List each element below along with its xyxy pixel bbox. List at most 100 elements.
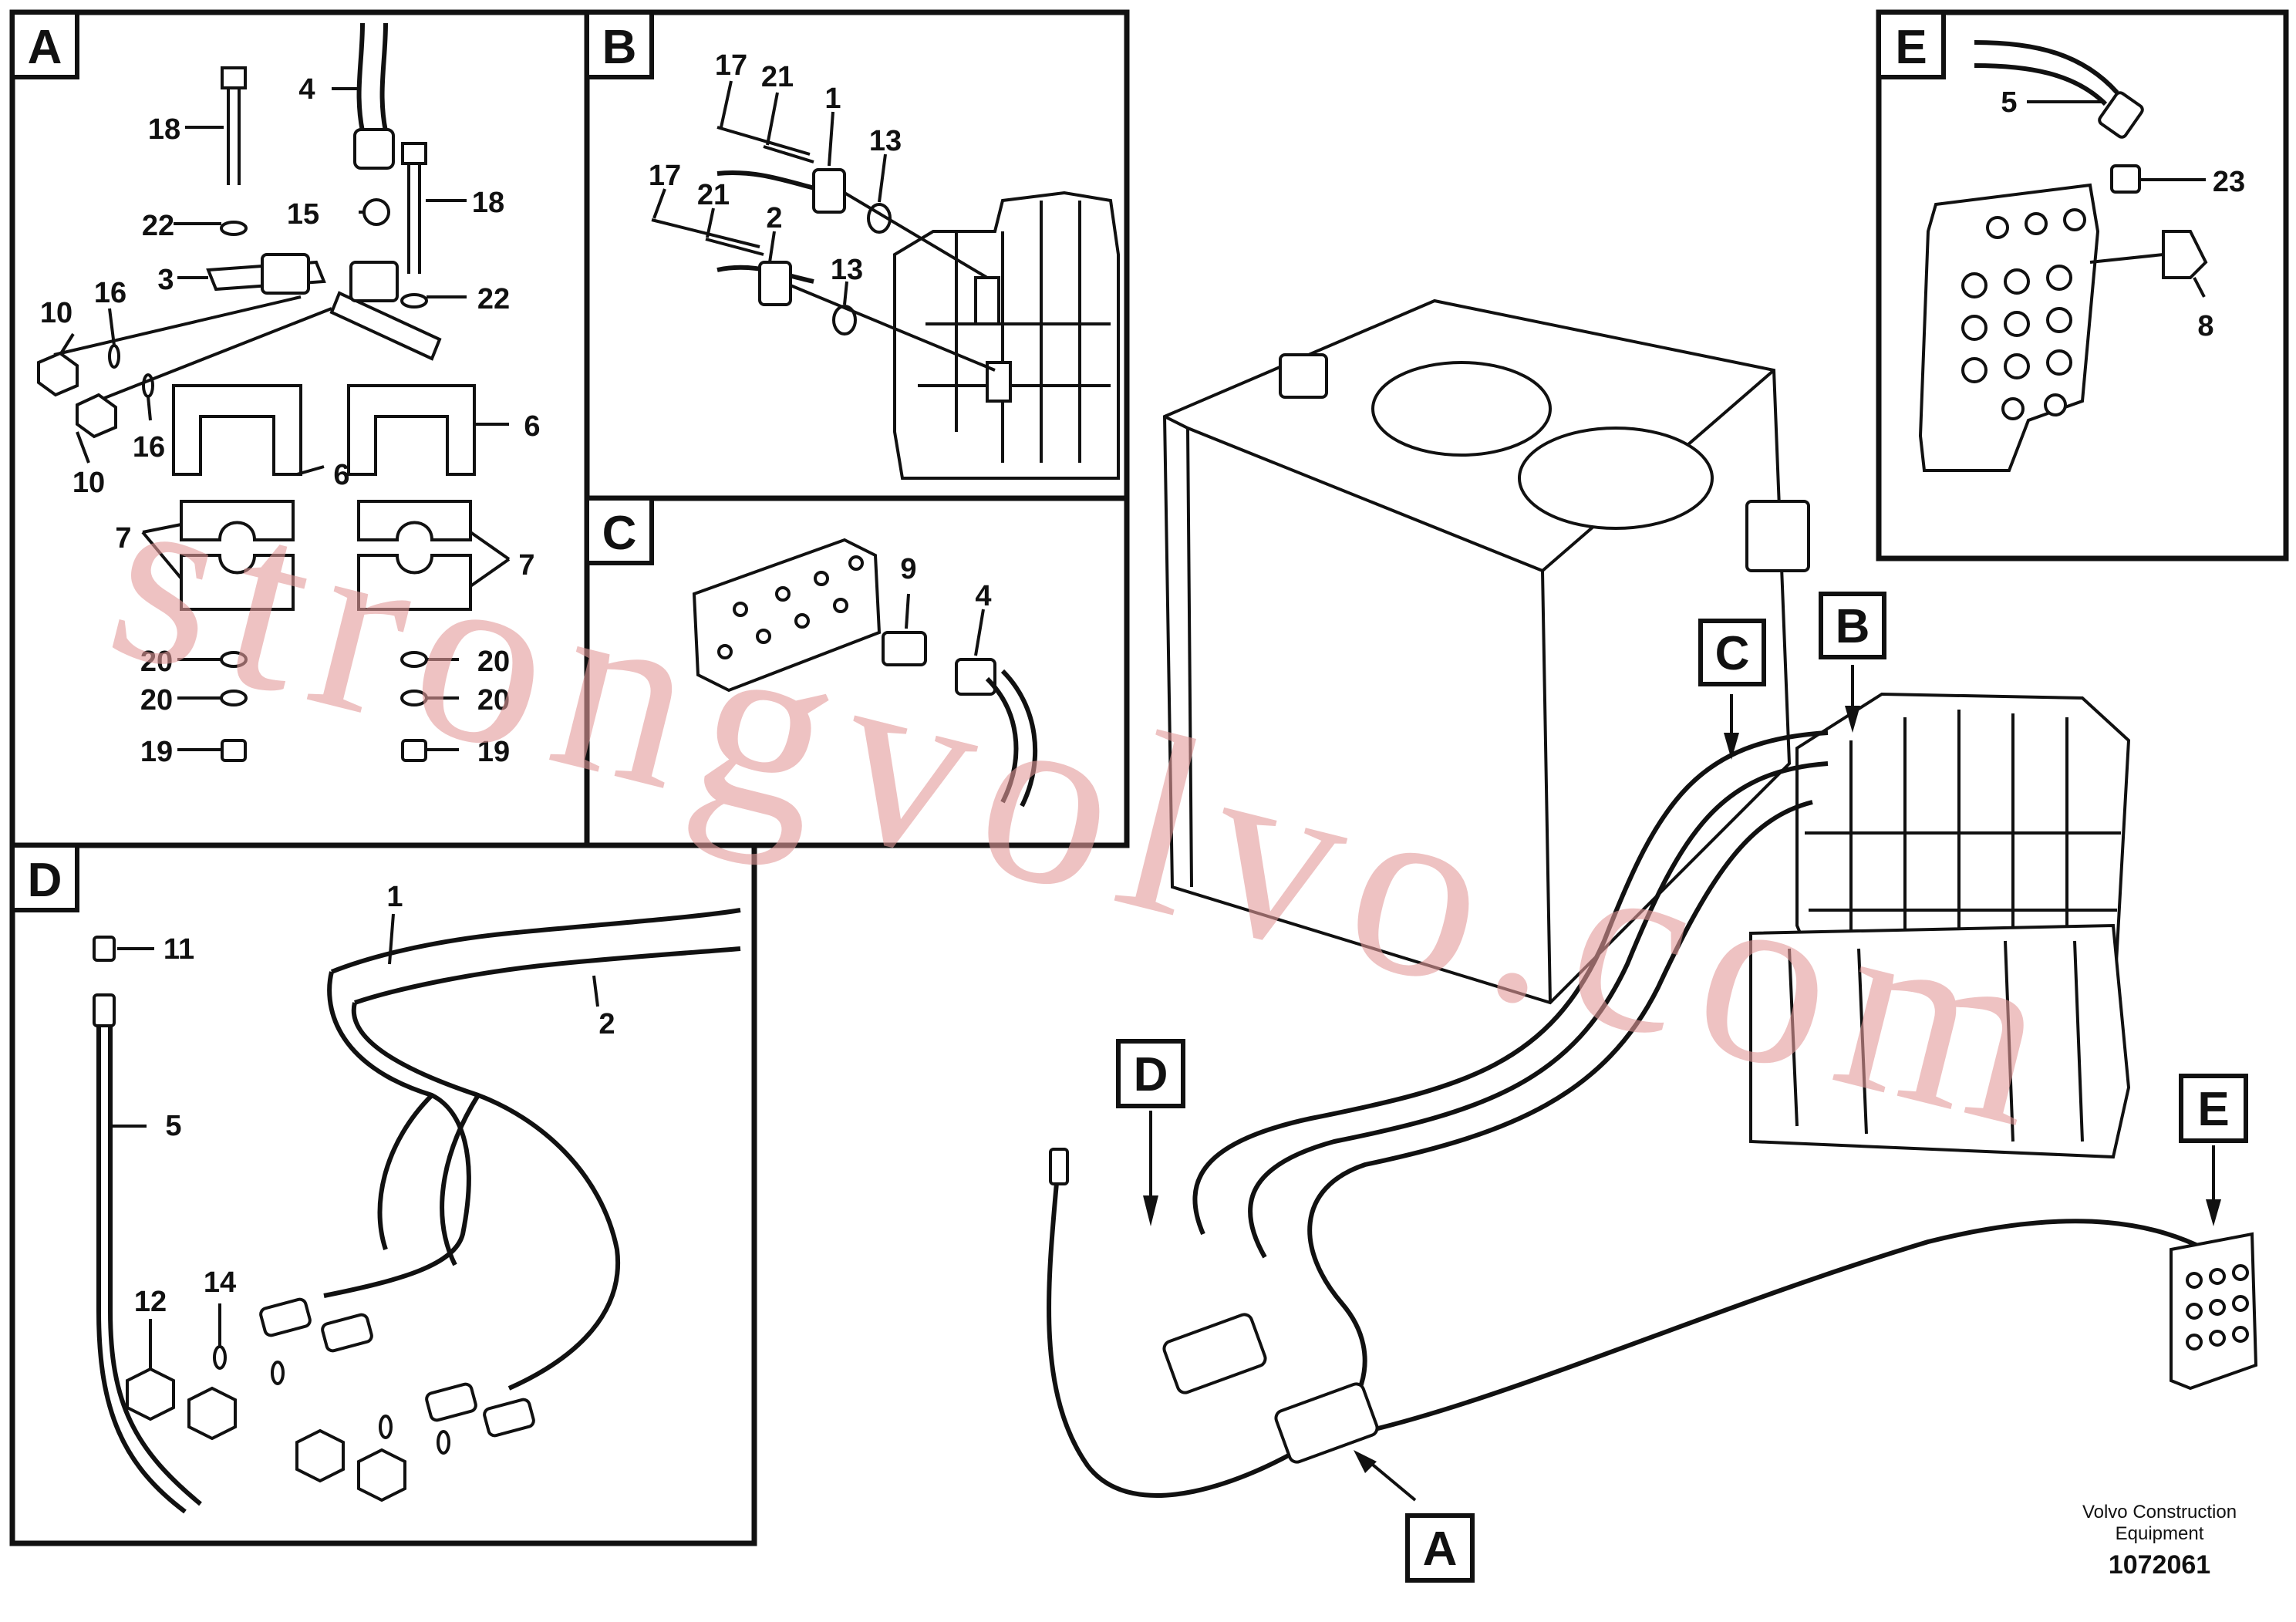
callout: 23 bbox=[2213, 166, 2245, 198]
clamp-housing bbox=[172, 384, 302, 476]
callout: 1 bbox=[386, 881, 403, 913]
nut bbox=[221, 739, 247, 762]
panel-c-letter-box bbox=[585, 496, 654, 565]
flange-2 bbox=[758, 261, 792, 306]
panel-e-letter-box bbox=[1876, 10, 1946, 79]
o-ring-14 bbox=[437, 1430, 450, 1455]
panel-c: C 9 4 bbox=[584, 495, 1130, 848]
adapter bbox=[349, 261, 399, 302]
callout: 18 bbox=[148, 113, 180, 146]
marker-c-arrowhead bbox=[1724, 733, 1739, 760]
leader-lines bbox=[59, 87, 509, 751]
tank-cover bbox=[1518, 427, 1714, 530]
pipe-2 bbox=[354, 946, 741, 1005]
leader-7 bbox=[141, 523, 183, 580]
flange-1 bbox=[812, 168, 846, 214]
plate-holes bbox=[717, 555, 864, 659]
washer bbox=[400, 293, 428, 309]
callout: 19 bbox=[140, 736, 173, 768]
callout: 5 bbox=[2001, 86, 2017, 119]
pipe-2 bbox=[351, 1002, 621, 1391]
pipe bbox=[1248, 761, 1829, 1259]
marker-a: A bbox=[1423, 1523, 1458, 1576]
pipe-branch bbox=[377, 1093, 480, 1266]
panel-a: A bbox=[9, 9, 590, 848]
cap-11 bbox=[93, 936, 116, 962]
panel-c-letter: C bbox=[602, 507, 637, 560]
clamp-half bbox=[180, 500, 295, 541]
panel-d: D 11 1 2 5 12 14 bbox=[9, 842, 757, 1546]
marker-a-box bbox=[1405, 1513, 1475, 1583]
callout: 2 bbox=[598, 1008, 615, 1040]
hose-5 bbox=[1974, 40, 2119, 106]
o-ring-14 bbox=[379, 1415, 393, 1439]
callout: 22 bbox=[142, 210, 174, 242]
callout: 10 bbox=[40, 297, 72, 329]
callout: 20 bbox=[477, 684, 510, 717]
valve-sections bbox=[1805, 710, 2121, 1003]
hose bbox=[1047, 1156, 1313, 1498]
pipe-1 bbox=[323, 971, 471, 1298]
pipe-to-manifold bbox=[1310, 1219, 2207, 1445]
nut bbox=[37, 351, 79, 397]
callout: 14 bbox=[204, 1266, 236, 1299]
panel-d-frame bbox=[9, 842, 757, 1546]
panel-e: E 5 23 8 bbox=[1876, 9, 2289, 561]
marker-a-arrow bbox=[1367, 1460, 1417, 1502]
clamp-half bbox=[357, 500, 472, 541]
assembly-lines bbox=[651, 126, 996, 372]
callout: 4 bbox=[975, 580, 991, 612]
o-ring bbox=[142, 373, 154, 398]
callout: 13 bbox=[869, 125, 902, 157]
footer-line-2: Equipment bbox=[2116, 1523, 2204, 1544]
callout: 5 bbox=[165, 1110, 181, 1142]
pipe bbox=[1307, 800, 1813, 1445]
callout: 16 bbox=[133, 431, 165, 464]
callout: 1 bbox=[824, 83, 841, 115]
pipe bbox=[1192, 730, 1829, 1236]
marker-b: B bbox=[1836, 600, 1870, 653]
control-valve bbox=[893, 191, 1120, 480]
footer: Volvo Construction Equipment 1072061 bbox=[2082, 1502, 2237, 1580]
marker-a-arrowhead bbox=[1354, 1450, 1377, 1473]
callout: 12 bbox=[134, 1286, 167, 1318]
callout: 11 bbox=[164, 933, 194, 966]
callout: 4 bbox=[298, 73, 315, 106]
panel-c-frame bbox=[584, 495, 1130, 848]
hose-fitting bbox=[321, 1313, 373, 1353]
callout: 20 bbox=[477, 646, 510, 678]
bolt-head bbox=[401, 142, 427, 165]
callout: 17 bbox=[649, 160, 681, 192]
panel-d-letter: D bbox=[28, 854, 62, 907]
leader-lines bbox=[652, 80, 887, 305]
callout: 21 bbox=[697, 179, 730, 211]
callout: 13 bbox=[831, 254, 863, 286]
nut-12 bbox=[357, 1448, 406, 1502]
marker-d-arrowhead bbox=[1143, 1195, 1158, 1226]
tank-cover bbox=[1371, 361, 1552, 457]
panel-e-letter: E bbox=[1895, 21, 1927, 74]
callout: 2 bbox=[766, 202, 782, 234]
bolt-shank bbox=[227, 88, 241, 185]
panel-b-letter: B bbox=[602, 21, 637, 74]
panel-d-letter-box bbox=[10, 843, 79, 912]
marker-d-box bbox=[1116, 1039, 1185, 1108]
marker-e-arrowhead bbox=[2206, 1199, 2221, 1226]
panel-e-frame bbox=[1876, 9, 2289, 561]
clamp-housing bbox=[347, 384, 476, 476]
marker-e: E bbox=[2197, 1083, 2229, 1136]
callout: 9 bbox=[900, 553, 916, 585]
nut-12 bbox=[295, 1428, 345, 1483]
callout: 7 bbox=[115, 522, 131, 555]
callout: 10 bbox=[72, 467, 105, 499]
clamp-half bbox=[357, 554, 472, 611]
o-ring-14 bbox=[271, 1361, 285, 1385]
stand-legs bbox=[1788, 940, 2084, 1142]
callout: 3 bbox=[157, 264, 174, 296]
valve-sections bbox=[918, 201, 1111, 463]
bolt-head bbox=[221, 66, 247, 89]
callout: 20 bbox=[140, 646, 173, 678]
leader-lines bbox=[905, 593, 985, 656]
overview-assembly: C B D E A bbox=[1047, 298, 2258, 1583]
marker-e-box bbox=[2179, 1074, 2248, 1143]
